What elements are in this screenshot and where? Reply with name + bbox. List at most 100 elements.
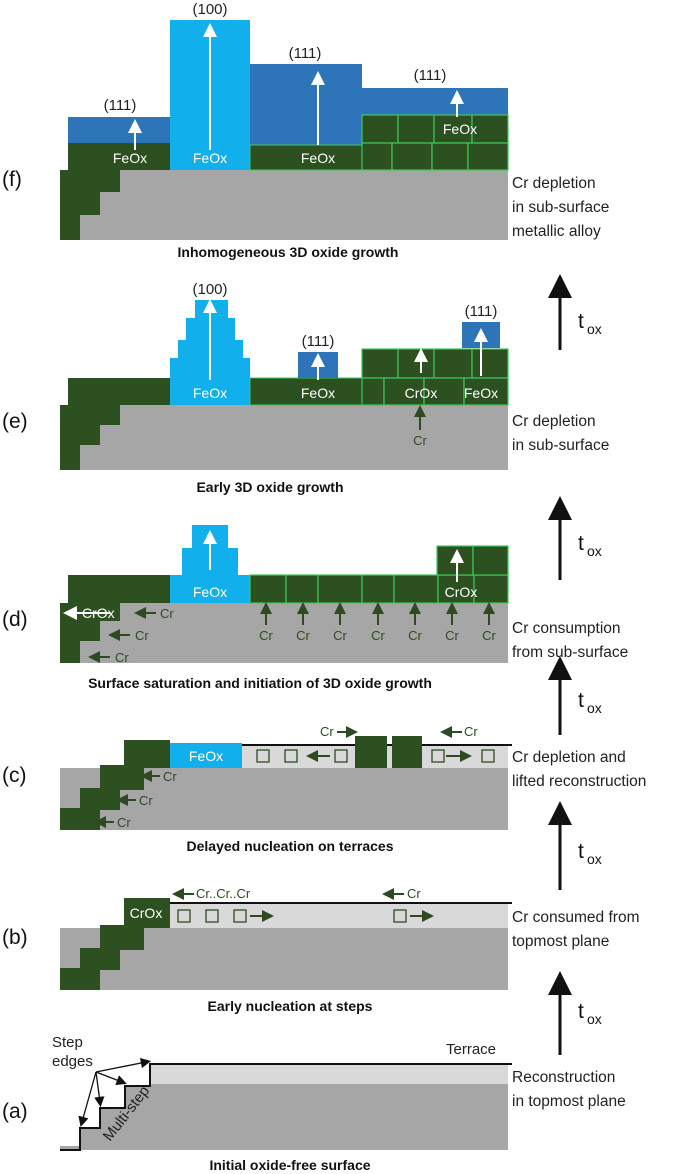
cr-label: Cr	[320, 724, 334, 739]
crox-nucleus	[392, 736, 422, 768]
crox-step	[60, 740, 170, 830]
metal-substrate	[68, 603, 508, 663]
side-note-line: Cr consumption	[512, 620, 621, 637]
time-arrow: t ox	[548, 496, 602, 580]
miller-100-label: (100)	[192, 281, 227, 298]
side-note-line: metallic alloy	[512, 223, 601, 240]
panel-f: (111) FeOx (100) FeOx (111) FeOx (111) F…	[2, 1, 609, 260]
terrace-label: Terrace	[446, 1041, 496, 1058]
feox-111-island	[250, 64, 362, 145]
time-arrow-subscript: ox	[587, 700, 602, 716]
time-arrow: t ox	[548, 274, 602, 350]
cr-label: Cr	[408, 628, 422, 643]
step-edges-label: edges	[52, 1053, 93, 1070]
miller-111-label: (111)	[289, 45, 322, 62]
crox-step	[60, 898, 170, 990]
cr-label: Cr	[117, 815, 131, 830]
side-note-line: in topmost plane	[512, 1093, 626, 1110]
cr-label: Cr	[371, 628, 385, 643]
side-note-line: Cr depletion and	[512, 749, 626, 766]
panel-label: (e)	[2, 410, 28, 433]
cr-label: Cr	[413, 433, 427, 448]
feox-label: FeOx	[443, 121, 477, 137]
panel-caption: Surface saturation and initiation of 3D …	[88, 675, 432, 691]
metal-substrate	[60, 1084, 508, 1150]
cr-label: Cr	[160, 606, 174, 621]
crox-label: CrOx	[405, 385, 438, 401]
feox-label: FeOx	[193, 385, 227, 401]
cr-label: Cr	[482, 628, 496, 643]
feox-label: FeOx	[113, 150, 147, 166]
miller-100-label: (100)	[192, 1, 227, 18]
time-arrow-subscript: ox	[587, 851, 602, 867]
feox-label: FeOx	[193, 584, 227, 600]
cr-label: Cr	[139, 793, 153, 808]
panel-a: Step edges Terrace Multi-step (a) Recons…	[2, 1034, 626, 1173]
panel-label: (f)	[2, 168, 22, 191]
time-arrow-subscript: ox	[587, 1011, 602, 1027]
crox-layer	[249, 144, 363, 171]
feox-111-island	[362, 88, 508, 115]
crox-nucleus	[355, 736, 387, 768]
time-arrow-label: t	[578, 1000, 584, 1023]
panel-caption: Inhomogeneous 3D oxide growth	[178, 244, 399, 260]
panel-caption: Initial oxide-free surface	[209, 1157, 370, 1173]
crox-step	[100, 170, 120, 192]
panel-caption: Delayed nucleation on terraces	[187, 838, 394, 854]
step-edge-pointers	[78, 1057, 152, 1128]
panel-label: (c)	[2, 764, 27, 787]
feox-111-island	[68, 117, 170, 143]
miller-111-label: (111)	[465, 303, 498, 320]
cr-label: Cr	[464, 724, 478, 739]
metal-substrate	[68, 170, 508, 240]
cr-label: Cr	[333, 628, 347, 643]
feox-label: FeOx	[301, 150, 335, 166]
surface-profile	[60, 1063, 512, 1151]
side-note-line: from sub-surface	[512, 644, 628, 661]
cr-label: Cr	[445, 628, 459, 643]
time-arrow-subscript: ox	[587, 321, 602, 337]
crox-step	[60, 170, 80, 240]
panel-label: (a)	[2, 1100, 28, 1123]
time-arrow: t ox	[548, 971, 602, 1055]
miller-111-label: (111)	[302, 333, 335, 350]
vacancy-boxes	[256, 749, 495, 763]
reconstruction-layer	[170, 903, 508, 928]
cr-label: Cr	[115, 650, 129, 665]
crox-step	[68, 575, 170, 603]
crox-label: CrOx	[82, 605, 115, 621]
cr-label: Cr	[163, 769, 177, 784]
cr-label: Cr	[135, 628, 149, 643]
crox-label: CrOx	[130, 905, 163, 921]
panel-d: FeOx CrOx CrOx Cr Cr Cr Cr Cr	[2, 525, 628, 691]
crox-step	[68, 143, 170, 170]
feox-island	[170, 743, 242, 768]
panel-e: (100) FeOx (111) FeOx CrOx (111) FeOx Cr…	[2, 281, 609, 495]
panel-caption: Early 3D oxide growth	[196, 479, 343, 495]
time-arrow-label: t	[578, 310, 584, 333]
miller-111-label: (111)	[414, 67, 447, 84]
vacancy-boxes	[177, 909, 407, 923]
time-arrow: t ox	[548, 801, 602, 890]
time-arrow-subscript: ox	[587, 543, 602, 559]
time-arrow-label: t	[578, 689, 584, 712]
side-note-line: Reconstruction	[512, 1069, 615, 1086]
feox-label: FeOx	[464, 385, 498, 401]
panel-b: CrOx Cr..Cr..Cr Cr (b) Cr consumed from …	[2, 886, 639, 1014]
cr-upflow	[260, 602, 495, 625]
panel-label: (d)	[2, 608, 28, 631]
crox-step	[68, 378, 170, 405]
cr-label: Cr	[296, 628, 310, 643]
crox-label: CrOx	[445, 584, 478, 600]
side-note-line: Cr depletion	[512, 413, 596, 430]
side-note-line: Cr depletion	[512, 175, 596, 192]
side-note-line: Cr consumed from	[512, 909, 639, 926]
step-edges-label: Step	[52, 1034, 83, 1051]
reconstruction-layer	[150, 1064, 508, 1084]
feox-label: FeOx	[189, 748, 223, 764]
panel-c: FeOx Cr Cr Cr Cr Cr (c) Cr depletion and…	[2, 724, 646, 854]
feox-label: FeOx	[193, 150, 227, 166]
time-arrow: t ox	[548, 656, 602, 735]
side-note-line: in sub-surface	[512, 199, 609, 216]
